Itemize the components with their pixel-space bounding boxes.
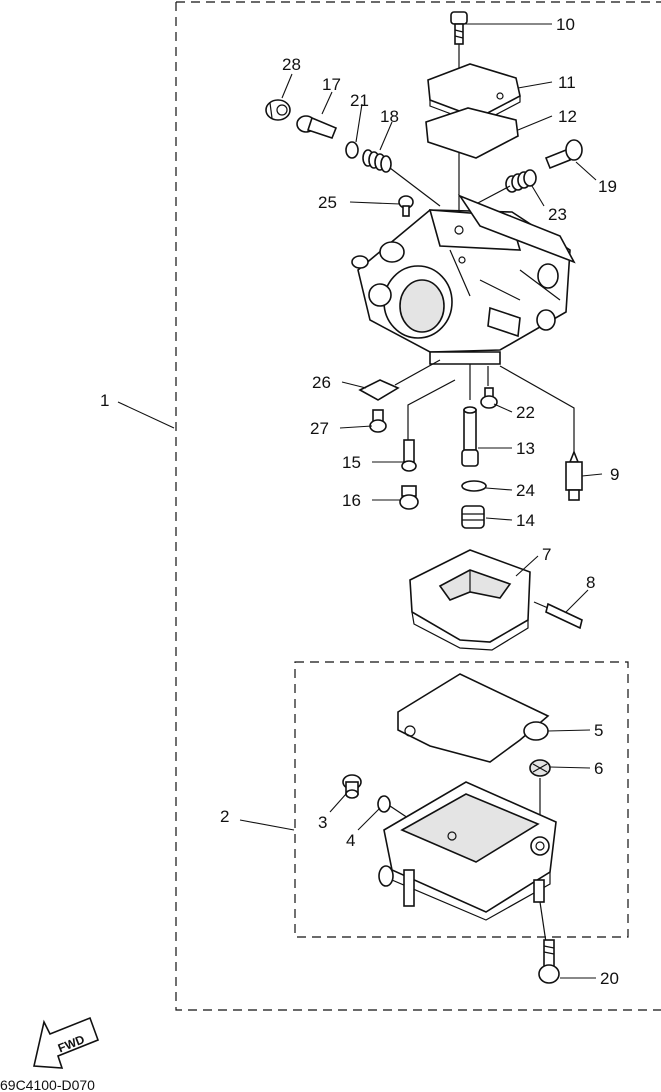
axis-line-18 (389, 167, 441, 207)
part-23-spring (505, 169, 537, 193)
fwd-arrow-icon: FWD (33, 1016, 100, 1069)
part-12-gasket (425, 107, 519, 159)
part-14-main-jet (461, 505, 485, 529)
part-17-pilot-screw (296, 115, 338, 139)
carburetor-body (351, 194, 576, 365)
part-20-screw (538, 939, 560, 984)
part-25-screw (398, 195, 414, 217)
part-8-float-pin (533, 601, 583, 630)
part-10-screw (450, 11, 468, 45)
callout-4: 4 (346, 831, 355, 850)
part-24-o-ring (461, 480, 487, 492)
part-5-gasket (397, 673, 550, 763)
callout-23: 23 (548, 205, 567, 224)
drawing-code: 69C4100-D070 (0, 1077, 95, 1092)
callout-8: 8 (586, 573, 595, 592)
callout-9: 9 (610, 465, 619, 484)
callout-28: 28 (282, 55, 301, 74)
part-22-screw (480, 387, 498, 409)
callout-2: 2 (220, 807, 229, 826)
callout-1: 1 (100, 391, 109, 410)
part-6-plug (529, 759, 551, 777)
callout-20: 20 (600, 969, 619, 988)
callout-17: 17 (322, 75, 341, 94)
part-28-plug (265, 99, 291, 121)
axis-line-9 (499, 365, 575, 456)
leader-lines (117, 23, 603, 979)
axis-line-4 (389, 805, 409, 819)
float-chamber (378, 781, 557, 921)
axis-line-23 (475, 185, 511, 205)
part-7-float (409, 549, 531, 651)
part-15-pilot-jet (401, 439, 417, 472)
float-chamber-assembly-boundary (294, 661, 629, 938)
part-21-o-ring (345, 141, 359, 159)
callout-12: 12 (558, 107, 577, 126)
callout-5: 5 (594, 721, 603, 740)
callout-6: 6 (594, 759, 603, 778)
callout-18: 18 (380, 107, 399, 126)
callout-21: 21 (350, 91, 369, 110)
axis-line-15 (407, 379, 456, 440)
axis-line-26 (394, 359, 441, 386)
callout-15: 15 (342, 453, 361, 472)
part-19-screw (544, 139, 583, 170)
callout-25: 25 (318, 193, 337, 212)
callout-14: 14 (516, 511, 535, 530)
part-9-needle-valve (565, 449, 583, 501)
callout-7: 7 (542, 545, 551, 564)
part-11-cover (427, 63, 521, 125)
part-4-washer (377, 795, 391, 813)
part-3-screw (342, 774, 362, 799)
callout-3: 3 (318, 813, 327, 832)
callout-16: 16 (342, 491, 361, 510)
part-16-plug (399, 485, 419, 510)
part-27-screw (369, 409, 387, 433)
callout-22: 22 (516, 403, 535, 422)
callout-19: 19 (598, 177, 617, 196)
part-26-plate (358, 379, 400, 401)
callout-13: 13 (516, 439, 535, 458)
callout-10: 10 (556, 15, 575, 34)
callout-26: 26 (312, 373, 331, 392)
callout-27: 27 (310, 419, 329, 438)
callout-11: 11 (558, 73, 576, 92)
part-13-main-nozzle (461, 406, 479, 467)
callout-24: 24 (516, 481, 535, 500)
carburetor-assembly-boundary (175, 1, 661, 1011)
part-18-spring (362, 149, 392, 173)
